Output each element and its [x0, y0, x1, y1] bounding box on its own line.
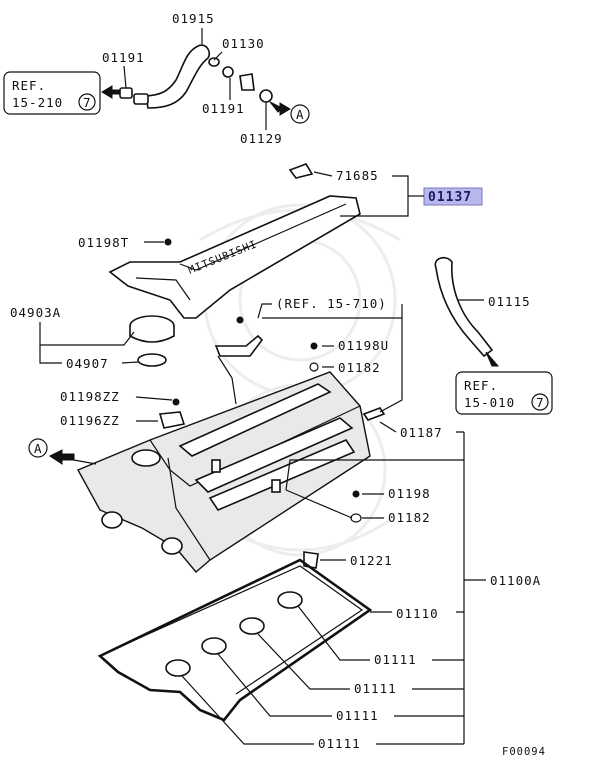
- callout-04903a: 04903A: [10, 305, 61, 320]
- arrow-left-icon: [101, 85, 121, 99]
- callout-04907: 04907: [66, 356, 109, 371]
- callout-01187: 01187: [400, 425, 443, 440]
- callout-01130: 01130: [222, 36, 265, 51]
- callout-01111-b: 01111: [354, 681, 397, 696]
- marker-a-left-label: A: [34, 441, 43, 456]
- rocker-cover: [77, 371, 371, 573]
- callout-01915: 01915: [172, 11, 215, 26]
- figure-code: F00094: [502, 746, 546, 758]
- cover-gasket: [97, 558, 373, 722]
- ref-right-line2: 15-010: [464, 395, 515, 410]
- callout-01191-b: 01191: [202, 101, 245, 116]
- ref-right-num: 7: [536, 395, 545, 410]
- marker-a-left: [28, 438, 48, 458]
- callout-01198: 01198: [388, 486, 431, 501]
- callout-01198t: 01198T: [78, 235, 129, 250]
- callout-01221: 01221: [350, 553, 393, 568]
- ref-top-left-line2: 15-210: [12, 95, 63, 110]
- ref-box-top-left: [3, 71, 101, 115]
- callout-01111-d: 01111: [318, 736, 361, 751]
- ref-top-left-line1: REF.: [12, 78, 46, 93]
- callout-01191-a: 01191: [102, 50, 145, 65]
- oil-cap: [129, 315, 175, 367]
- ref-box-right: [455, 371, 553, 415]
- callout-01115: 01115: [488, 294, 531, 309]
- breather-hose-group: [119, 44, 283, 113]
- callout-01198u: 01198U: [338, 338, 389, 353]
- callout-01137: 01137: [428, 190, 472, 205]
- engine-cover: MITSUBISHI: [108, 163, 361, 319]
- ref-number-circle: [78, 93, 96, 111]
- pcv-hose: [434, 256, 500, 367]
- ref-mid-label: (REF. 15-710): [276, 296, 387, 311]
- ref-right-line1: REF.: [464, 378, 498, 393]
- ref-top-left-num: 7: [83, 95, 92, 110]
- assembly-bracket: [285, 432, 465, 744]
- callout-01182-a: 01182: [338, 360, 381, 375]
- marker-a-top: [290, 104, 310, 124]
- callout-01100a: 01100A: [490, 573, 541, 588]
- ref-number-circle-right: [531, 393, 549, 411]
- callout-01111-a: 01111: [374, 652, 417, 667]
- callout-01198zz: 01198ZZ: [60, 389, 120, 404]
- callout-01129: 01129: [240, 131, 283, 146]
- arrow-right-icon: [279, 102, 291, 116]
- callout-71685: 71685: [336, 168, 379, 183]
- bracket-part: [214, 316, 264, 405]
- callout-01182-b: 01182: [388, 510, 431, 525]
- callout-01111-c: 01111: [336, 708, 379, 723]
- callout-01110: 01110: [396, 606, 439, 621]
- arrow-left-icon-2: [49, 449, 75, 465]
- callout-01196zz: 01196ZZ: [60, 413, 120, 428]
- marker-a-top-label: A: [296, 107, 305, 122]
- plug-hole-gaskets: [165, 591, 303, 677]
